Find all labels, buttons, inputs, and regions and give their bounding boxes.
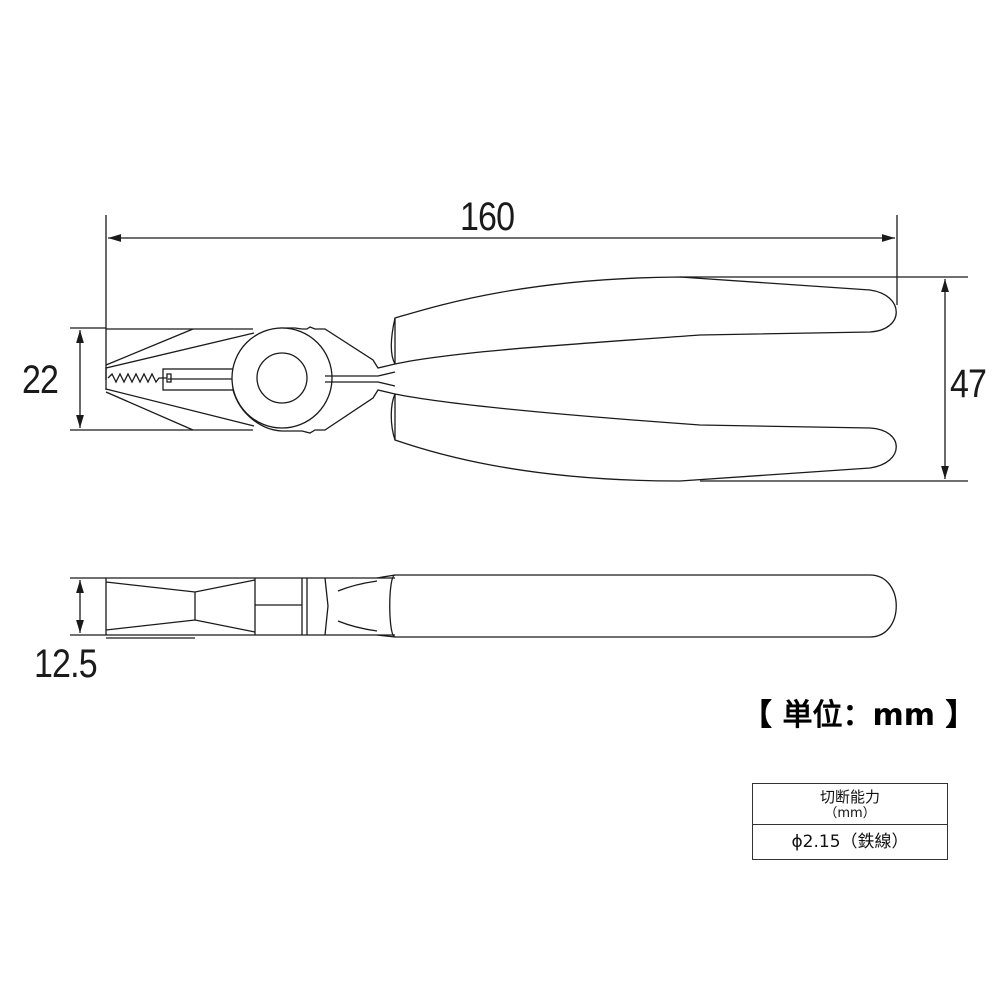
pliers-side-view (105, 574, 897, 639)
dimension-47 (680, 276, 968, 482)
thickness-label: 12.5 (34, 642, 98, 686)
table-header: 切断能力 （mm） (752, 783, 948, 825)
header-title: 切断能力 (819, 788, 880, 806)
pliers-top-view (105, 276, 897, 482)
dimension-160 (105, 215, 898, 380)
dimension-12-5 (70, 577, 106, 636)
cutting-capacity-table: 切断能力 （mm） ϕ2.15（鉄線） (752, 783, 948, 860)
unit-label: 【 単位：mm 】 (742, 698, 976, 733)
cutting-capacity-value: ϕ2.15（鉄線） (752, 824, 948, 860)
dimension-22 (70, 327, 106, 431)
header-unit: （mm） (824, 806, 876, 821)
length-label: 160 (460, 195, 515, 239)
total-width-label: 47 (950, 362, 987, 406)
head-width-label: 22 (22, 358, 59, 402)
